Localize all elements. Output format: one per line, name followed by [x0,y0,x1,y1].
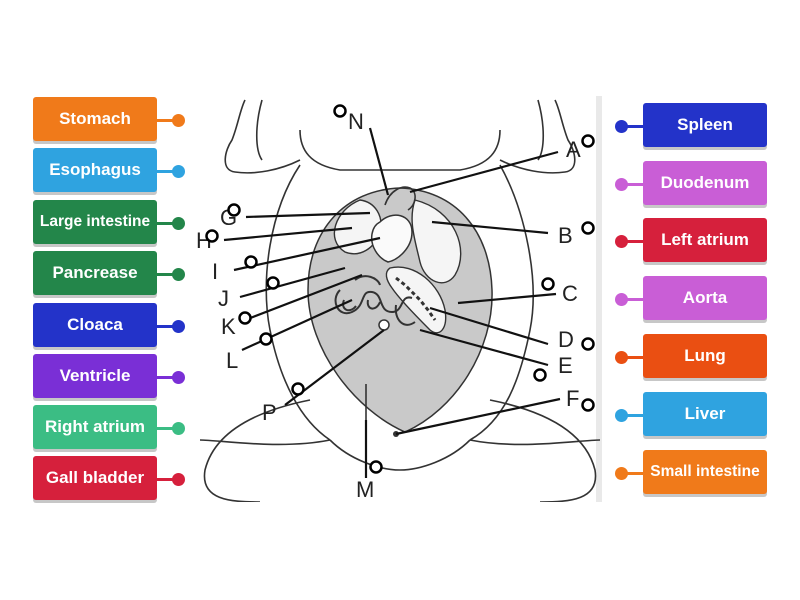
tile-connector [157,170,177,173]
drag-handle[interactable] [172,165,185,178]
tile-connector [157,376,177,379]
tile-label: Gall bladder [45,468,145,488]
drop-targets[interactable] [205,104,595,474]
tile-label: Left atrium [661,230,749,250]
label-M: M [356,477,374,502]
tile-connector [622,356,643,359]
tile-label: Duodenum [660,173,750,193]
drop-target-P[interactable] [291,382,305,396]
label-N: N [348,109,364,134]
drag-handle[interactable] [615,178,628,191]
tile-left-atrium[interactable]: Left atrium [643,218,767,262]
tile-connector [622,414,643,417]
tile-label: Pancrease [52,263,138,283]
drag-handle[interactable] [172,114,185,127]
tile-liver[interactable]: Liver [643,392,767,436]
label-A: A [566,137,581,162]
tile-esophagus[interactable]: Esophagus [33,148,157,192]
drag-handle[interactable] [615,235,628,248]
tile-duodenum[interactable]: Duodenum [643,161,767,205]
tile-cloaca[interactable]: Cloaca [33,303,157,347]
label-B: B [558,223,573,248]
tile-connector [622,472,643,475]
tile-label: Stomach [59,109,131,129]
tile-label: Aorta [682,288,728,308]
tile-label: Lung [684,346,726,366]
tile-lung[interactable]: Lung [643,334,767,378]
tile-label: Ventricle [59,366,131,386]
tile-connector [157,222,177,225]
label-I: I [212,259,218,284]
drop-target-K[interactable] [238,311,252,325]
drop-target-A[interactable] [581,134,595,148]
tile-large-intestine[interactable]: Large intestine [33,200,157,244]
tile-label: Esophagus [49,160,141,180]
drop-target-J[interactable] [266,276,280,290]
drop-target-E[interactable] [533,368,547,382]
drag-handle[interactable] [615,351,628,364]
tile-connector [157,427,177,430]
tile-connector [157,478,177,481]
tile-connector [157,273,177,276]
tile-connector [157,119,177,122]
drop-target-D[interactable] [581,337,595,351]
intestines [334,275,416,326]
label-C: C [562,281,578,306]
tile-label: Spleen [677,115,733,135]
drag-handle[interactable] [172,422,185,435]
drop-target-M[interactable] [369,460,383,474]
drop-target-I[interactable] [244,255,258,269]
drop-target-L[interactable] [259,332,273,346]
label-L: L [226,348,238,373]
label-F: F [566,386,579,411]
tile-small-intestine[interactable]: Small intestine [643,450,767,494]
drag-handle[interactable] [172,473,185,486]
tile-spleen[interactable]: Spleen [643,103,767,147]
tile-connector [622,240,643,243]
label-J: J [218,286,229,311]
tile-label: Liver [684,404,726,424]
drag-handle[interactable] [615,120,628,133]
drop-target-B[interactable] [581,221,595,235]
tile-gall-bladder[interactable]: Gall bladder [33,456,157,500]
aorta-shape [384,186,416,211]
tile-connector [622,298,643,301]
drop-target-H[interactable] [205,229,219,243]
tile-label: Cloaca [67,315,123,335]
tile-connector [622,183,643,186]
drag-handle[interactable] [615,293,628,306]
tile-connector [157,325,177,328]
drag-handle[interactable] [615,467,628,480]
drag-handle[interactable] [615,409,628,422]
tile-label: Large intestine [39,212,151,230]
heart-shape [370,214,413,263]
tile-ventricle[interactable]: Ventricle [33,354,157,398]
frog-anatomy-diagram: N A B C D E F G H I J K L P M [196,96,604,502]
stomach-folds [395,276,437,321]
drag-handle[interactable] [172,371,185,384]
label-D: D [558,327,574,352]
tile-stomach[interactable]: Stomach [33,97,157,141]
drop-target-G[interactable] [227,203,241,217]
label-E: E [558,353,573,378]
tile-right-atrium[interactable]: Right atrium [33,405,157,449]
drop-target-C[interactable] [541,277,555,291]
label-P: P [262,400,277,425]
drag-handle[interactable] [172,320,185,333]
tile-connector [622,125,643,128]
drop-target-F[interactable] [581,398,595,412]
tile-pancrease[interactable]: Pancrease [33,251,157,295]
drop-target-N[interactable] [333,104,347,118]
tile-label: Right atrium [44,417,146,437]
label-K: K [221,314,236,339]
drag-handle[interactable] [172,268,185,281]
lung-shape [411,199,462,284]
tile-label: Small intestine [650,462,760,480]
drag-handle[interactable] [172,217,185,230]
tile-aorta[interactable]: Aorta [643,276,767,320]
frog-body-outline [199,99,601,502]
